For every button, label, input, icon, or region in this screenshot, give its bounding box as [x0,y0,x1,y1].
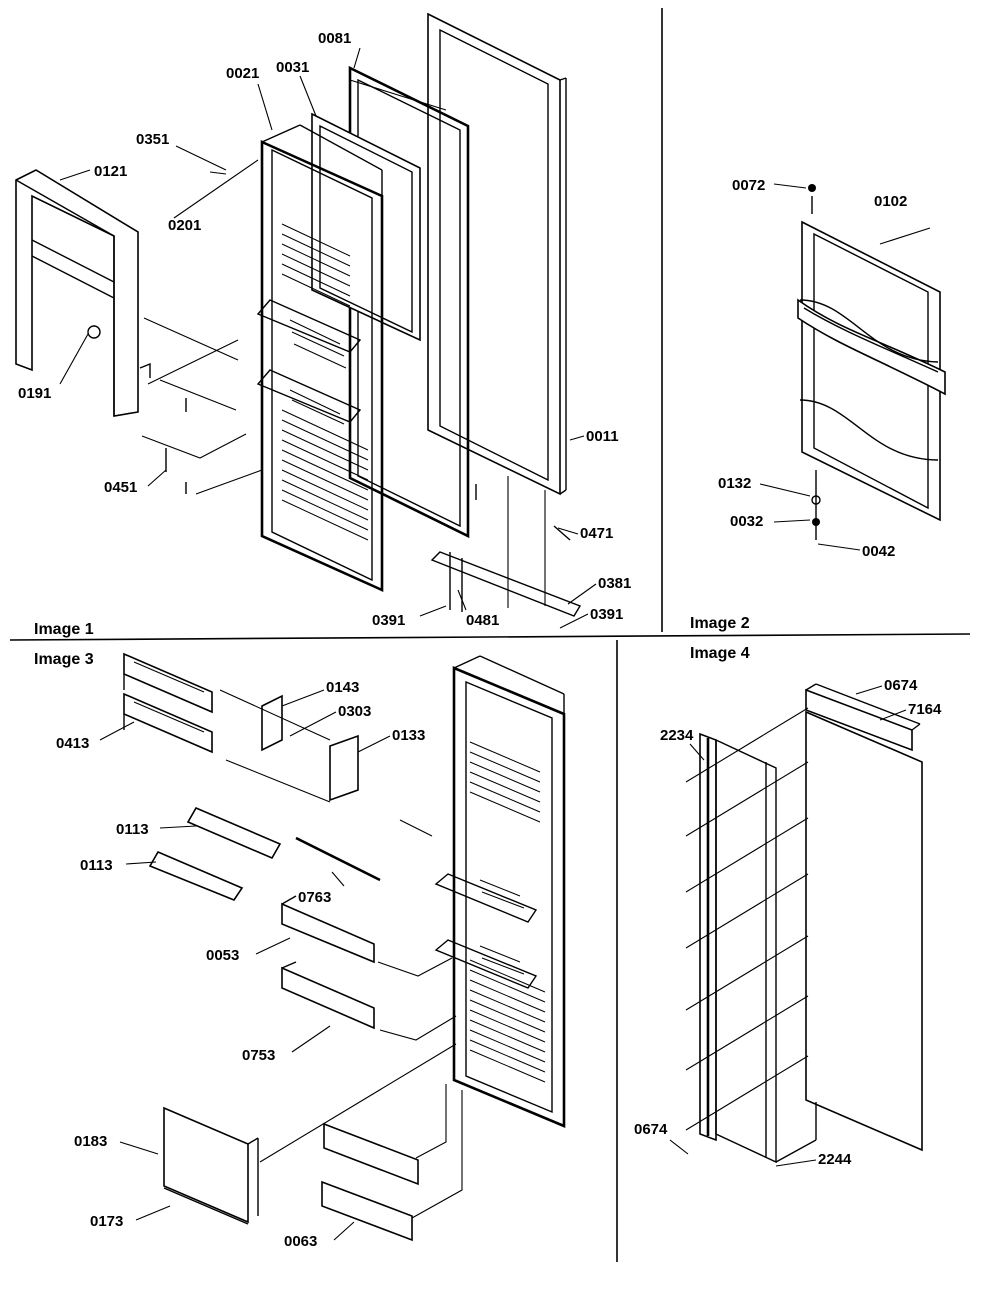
callout-7164: 7164 [908,701,942,718]
callout-0011: 0011 [586,428,619,445]
callout-0072: 0072 [732,177,765,194]
image1-door-assembly [15,12,582,617]
callout-0121: 0121 [94,163,127,180]
callout-0113-top: 0113 [116,821,149,838]
section-label-image4: Image 4 [690,645,750,662]
callout-0303: 0303 [338,703,371,720]
callout-0113-bottom: 0113 [80,857,113,874]
image3-door-assembly [123,652,566,1242]
callout-0032: 0032 [730,513,763,530]
image3-callouts: Image 3 0143 0303 0133 0413 0113 0113 07… [34,651,425,1250]
section-label-image1: Image 1 [34,621,94,638]
callout-0471: 0471 [580,525,613,542]
callout-0674-bottom: 0674 [634,1121,668,1138]
callout-0183: 0183 [74,1133,107,1150]
callout-2234: 2234 [660,727,694,744]
callout-0191: 0191 [18,385,51,402]
callout-0031: 0031 [276,59,309,76]
image4-door-panel [685,683,923,1164]
callout-0133: 0133 [392,727,425,744]
image2-callouts: 0072 0102 0132 0032 0042 Image 2 [690,177,931,632]
callout-0143: 0143 [326,679,359,696]
callout-0451: 0451 [104,479,137,496]
image2-door-panel [797,184,946,540]
image3-door-ribs [434,741,546,1083]
callout-0021: 0021 [226,65,259,82]
callout-0381: 0381 [598,575,631,592]
callout-0351: 0351 [136,131,169,148]
callout-0413: 0413 [56,735,89,752]
callout-0753: 0753 [242,1047,275,1064]
callout-0173: 0173 [90,1213,123,1230]
callout-0132: 0132 [718,475,751,492]
callout-0081: 0081 [318,30,351,47]
callout-0763: 0763 [298,889,331,906]
callout-0042: 0042 [862,543,895,560]
callout-0201: 0201 [168,217,201,234]
callout-0102: 0102 [874,193,907,210]
callout-0481: 0481 [466,612,499,629]
section-label-image3: Image 3 [34,651,94,668]
panel-dividers [9,8,971,1262]
inner-door-ribs [256,223,369,541]
callout-0391-left: 0391 [372,612,405,629]
callout-0391-right: 0391 [590,606,623,623]
image1-callouts: 0081 0021 0031 0351 0121 0201 0191 0451 … [18,30,631,638]
image4-callouts: Image 4 0674 7164 2234 0674 2244 [634,645,942,1168]
callout-0053: 0053 [206,947,239,964]
callout-0063: 0063 [284,1233,317,1250]
callout-2244: 2244 [818,1151,852,1168]
section-label-image2: Image 2 [690,615,750,632]
callout-0674-top: 0674 [884,677,918,694]
